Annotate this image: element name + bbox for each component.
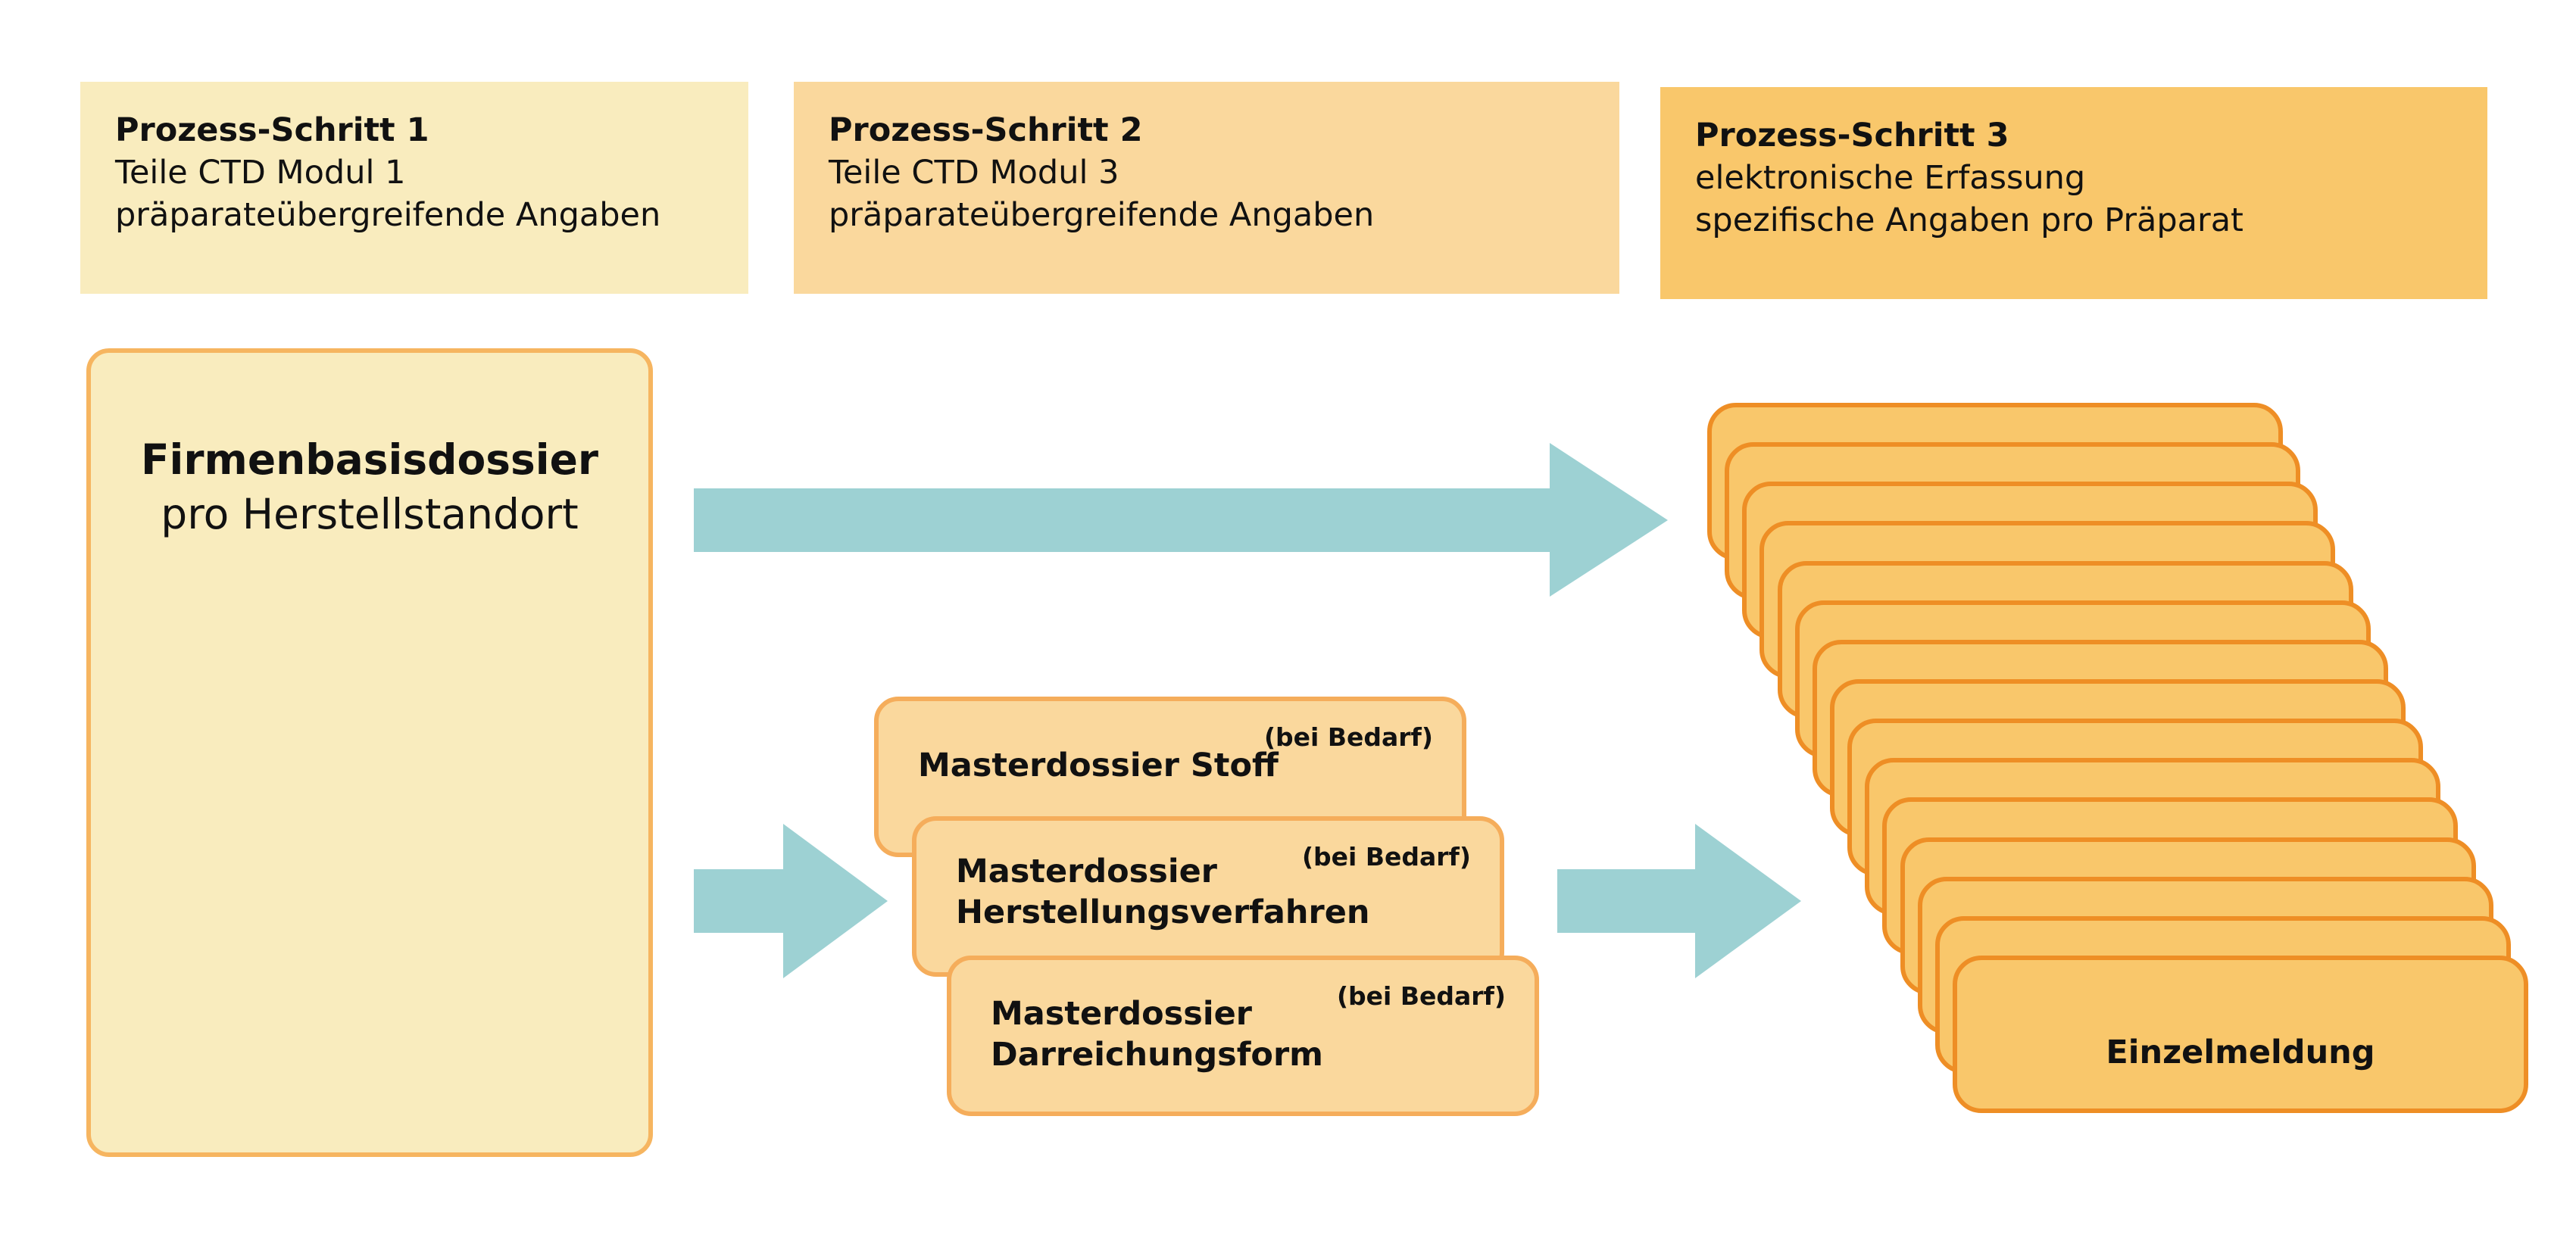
step-3-line-1: elektronische Erfassung (1695, 159, 2086, 197)
top-flow-arrow-shape (694, 443, 1668, 597)
masterdossier-darreichungsform-line-1: Masterdossier (991, 995, 1252, 1033)
step-3-title: Prozess-Schritt 3 (1695, 117, 2009, 154)
masterdossier-darreichungsform-label: Masterdossier Darreichungsform (991, 993, 1323, 1075)
masterdossier-herstellungsverfahren-card: (bei Bedarf) Masterdossier Herstellungsv… (912, 816, 1504, 977)
right-small-arrow (1557, 824, 1801, 978)
firmenbasisdossier-subtitle: pro Herstellstandort (161, 490, 579, 538)
right-small-arrow-shape (1557, 824, 1801, 978)
masterdossier-herstellungsverfahren-line-2: Herstellungsverfahren (956, 893, 1370, 931)
step-1-box: Prozess-Schritt 1 Teile CTD Modul 1 präp… (80, 82, 748, 294)
step-1-line-1: Teile CTD Modul 1 (115, 154, 406, 192)
step-3-line-2: spezifische Angaben pro Präparat (1695, 201, 2243, 239)
masterdossier-stoff-note: (bei Bedarf) (1263, 722, 1433, 752)
top-flow-arrow (694, 443, 1668, 597)
left-small-arrow (694, 824, 888, 978)
einzelmeldung-card-front (1953, 956, 2528, 1113)
firmenbasisdossier-panel: Firmenbasisdossier pro Herstellstandort (86, 348, 653, 1157)
left-small-arrow-shape (694, 824, 888, 978)
masterdossier-darreichungsform-card: (bei Bedarf) Masterdossier Darreichungsf… (947, 956, 1539, 1116)
masterdossier-herstellungsverfahren-label: Masterdossier Herstellungsverfahren (956, 851, 1369, 933)
step-2-box: Prozess-Schritt 2 Teile CTD Modul 3 präp… (794, 82, 1619, 294)
step-2-title: Prozess-Schritt 2 (829, 111, 1143, 149)
masterdossier-stoff-line-1: Masterdossier Stoff (918, 747, 1279, 784)
masterdossier-herstellungsverfahren-note: (bei Bedarf) (1301, 842, 1471, 872)
step-2-line-2: präparateübergreifende Angaben (829, 196, 1375, 234)
masterdossier-darreichungsform-line-2: Darreichungsform (991, 1036, 1323, 1074)
step-3-box: Prozess-Schritt 3 elektronische Erfassun… (1660, 87, 2487, 299)
masterdossier-herstellungsverfahren-line-1: Masterdossier (956, 853, 1217, 890)
masterdossier-stoff-label: Masterdossier Stoff (918, 745, 1279, 786)
step-1-title: Prozess-Schritt 1 (115, 111, 429, 149)
masterdossier-darreichungsform-note: (bei Bedarf) (1336, 981, 1506, 1011)
step-1-line-2: präparateübergreifende Angaben (115, 196, 661, 234)
step-2-line-1: Teile CTD Modul 3 (829, 154, 1119, 192)
firmenbasisdossier-title: Firmenbasisdossier (140, 435, 599, 484)
